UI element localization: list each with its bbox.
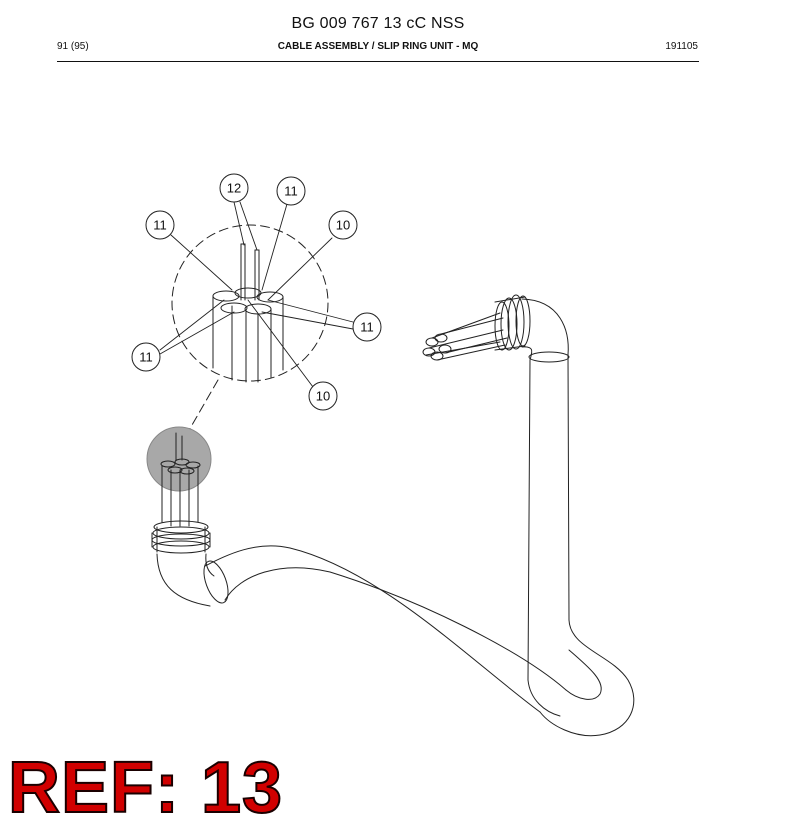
date-code: 191105	[665, 41, 698, 52]
callout-11-left-circle	[131, 342, 161, 372]
cable-hose	[156, 298, 635, 737]
section-title: CABLE ASSEMBLY / SLIP RING UNIT - MQ	[277, 41, 479, 52]
callout-balloons	[131, 173, 382, 411]
detail-conductor-bundle	[212, 243, 284, 383]
detail-view-circle	[171, 224, 329, 382]
right-cable-end	[422, 312, 508, 361]
callout-11-top-circle	[276, 176, 306, 206]
callout-11-left-label: 11	[139, 350, 153, 365]
callout-leaders	[159, 201, 354, 388]
left-cable-end	[160, 432, 201, 527]
callout-10-upper-right-circle	[328, 210, 358, 240]
right-cable-gland	[494, 294, 531, 351]
callout-11-top-label: 11	[284, 184, 298, 199]
page-number: 91 (95)	[57, 41, 89, 52]
callout-11-right-label: 11	[360, 320, 374, 335]
callout-12-label: 12	[227, 181, 241, 196]
callout-11-right-circle	[352, 312, 382, 342]
detail-leader-line	[187, 379, 219, 433]
document-number: BG 009 767 13 cC NSS	[291, 15, 465, 32]
left-cable-gland	[151, 520, 211, 554]
header-rule	[57, 61, 699, 62]
callout-11-upper-left-label: 11	[153, 218, 167, 233]
callout-11-upper-left-circle	[145, 210, 175, 240]
reference-label: REF: 13	[7, 748, 284, 828]
callout-10-bottom-label: 10	[316, 389, 330, 404]
callout-12-circle	[219, 173, 249, 203]
callout-10-upper-right-label: 10	[336, 218, 350, 233]
callout-10-bottom-circle	[308, 381, 338, 411]
